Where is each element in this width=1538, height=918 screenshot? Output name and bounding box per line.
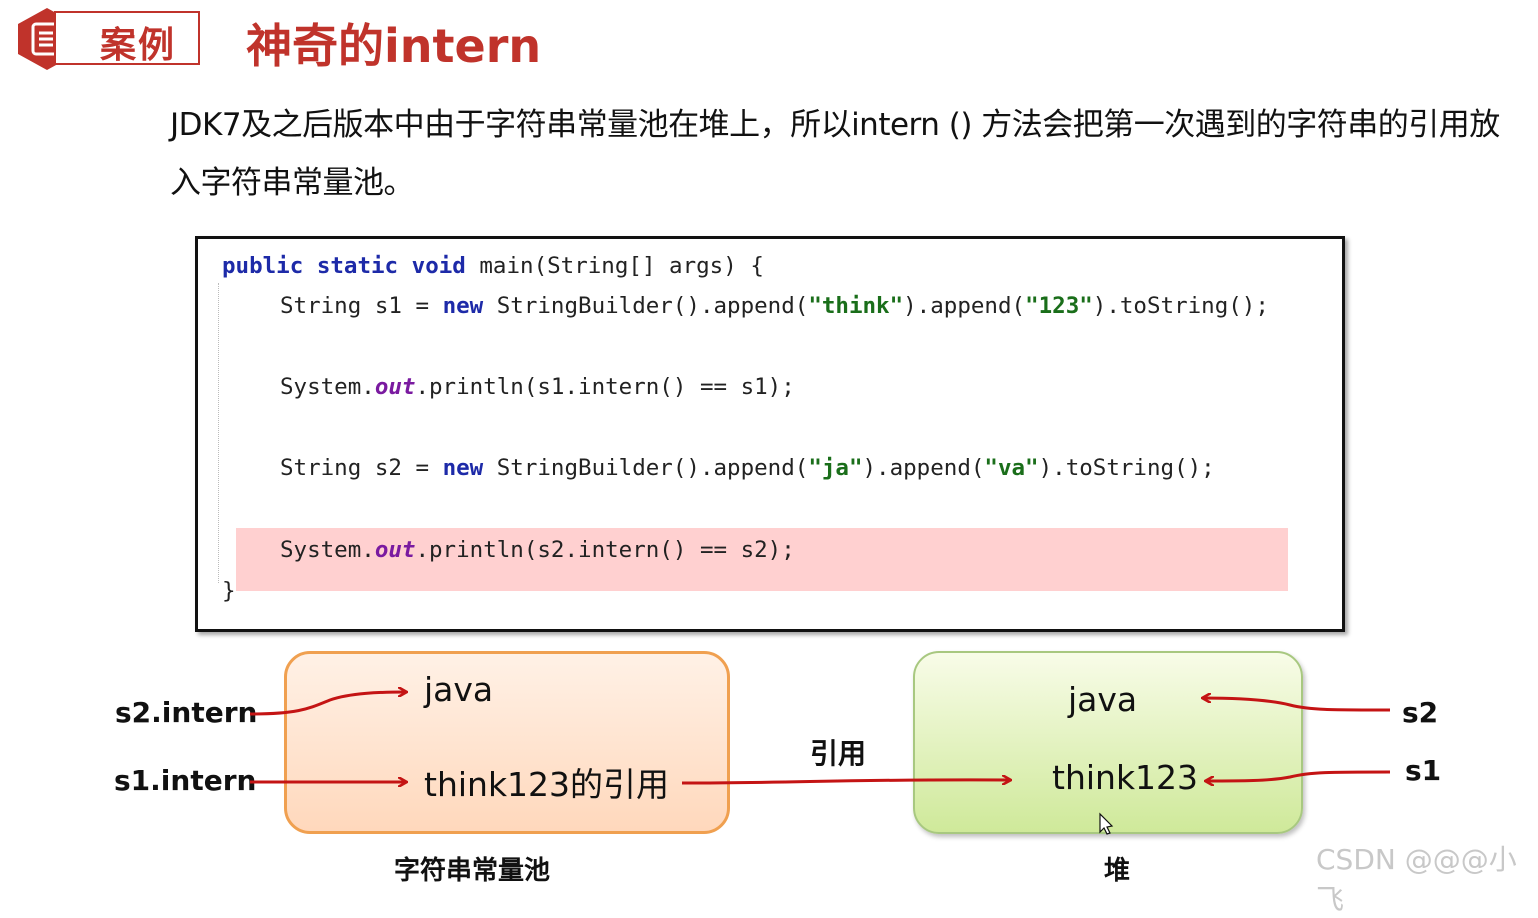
badge-label: 案例 [100,25,177,66]
code-line-1: public static void main(String[] args) { [222,253,764,279]
code-text: .println(s2.intern() == s2); [415,537,795,563]
arrow-s2-to-heap-java [1203,698,1391,712]
arrow-s2-intern-to-pool-java [249,692,406,716]
indent-guide [218,283,220,583]
code-text: String s2 = [280,455,443,481]
case-badge: 案例 [14,6,202,70]
code-text: main(String[] args) { [465,253,764,279]
badge-frame [54,11,200,65]
string-literal: "ja" [808,455,863,481]
code-text: String s1 = [280,293,443,319]
code-text: .println(s1.intern() == s1); [415,374,795,400]
description-text: JDK7及之后版本中由于字符串常量池在堆上，所以intern () 方法会把第一… [170,107,1500,201]
code-text: ).toString(); [1092,293,1269,319]
code-text: System. [280,374,375,400]
keyword-public: public [222,253,304,279]
code-line-5: System.out.println(s2.intern() == s2); [280,537,795,563]
code-text: ).append( [903,293,1026,319]
watermark: CSDN @@@小飞 [1316,843,1517,916]
heap-item-think123: think123 [1052,758,1199,797]
field-out: out [374,374,416,400]
code-text: System. [280,537,375,563]
field-out: out [374,537,416,563]
label-s1: s1 [1405,754,1442,787]
keyword-new: new [442,293,484,319]
pool-item-think123-ref: think123的引用 [424,765,670,804]
heap-item-java: java [1068,680,1138,719]
label-s2-intern: s2.intern [115,696,258,729]
keyword-new: new [442,455,484,481]
keyword-static: static [316,253,399,279]
arrow-s1-to-heap-think123 [1206,770,1391,781]
page-title: 神奇的intern [246,19,542,73]
code-text: ).append( [862,455,985,481]
keyword-void: void [411,253,466,279]
code-line-2: String s1 = new StringBuilder().append("… [280,293,1269,319]
code-text: StringBuilder().append( [483,455,809,481]
label-s1-intern: s1.intern [114,764,257,797]
code-line-3: System.out.println(s1.intern() == s1); [280,374,795,400]
string-pool-box [284,651,730,834]
string-literal: "123" [1025,293,1093,319]
code-text: StringBuilder().append( [483,293,809,319]
pool-item-java: java [424,670,494,709]
code-line-4: String s2 = new StringBuilder().append("… [280,455,1215,481]
label-reference: 引用 [810,737,867,770]
arrows-layer [249,0,1391,835]
string-literal: "think" [808,293,904,319]
mouse-cursor-icon [1099,812,1114,835]
label-s2: s2 [1402,696,1439,729]
arrow-pool-ref-to-heap-think123 [681,780,1010,783]
highlighted-line [236,528,1288,591]
code-text: ).toString(); [1038,455,1215,481]
code-block: public static void main(String[] args) {… [195,236,1345,632]
code-line-close: } [222,578,236,604]
string-literal: "va" [984,455,1039,481]
